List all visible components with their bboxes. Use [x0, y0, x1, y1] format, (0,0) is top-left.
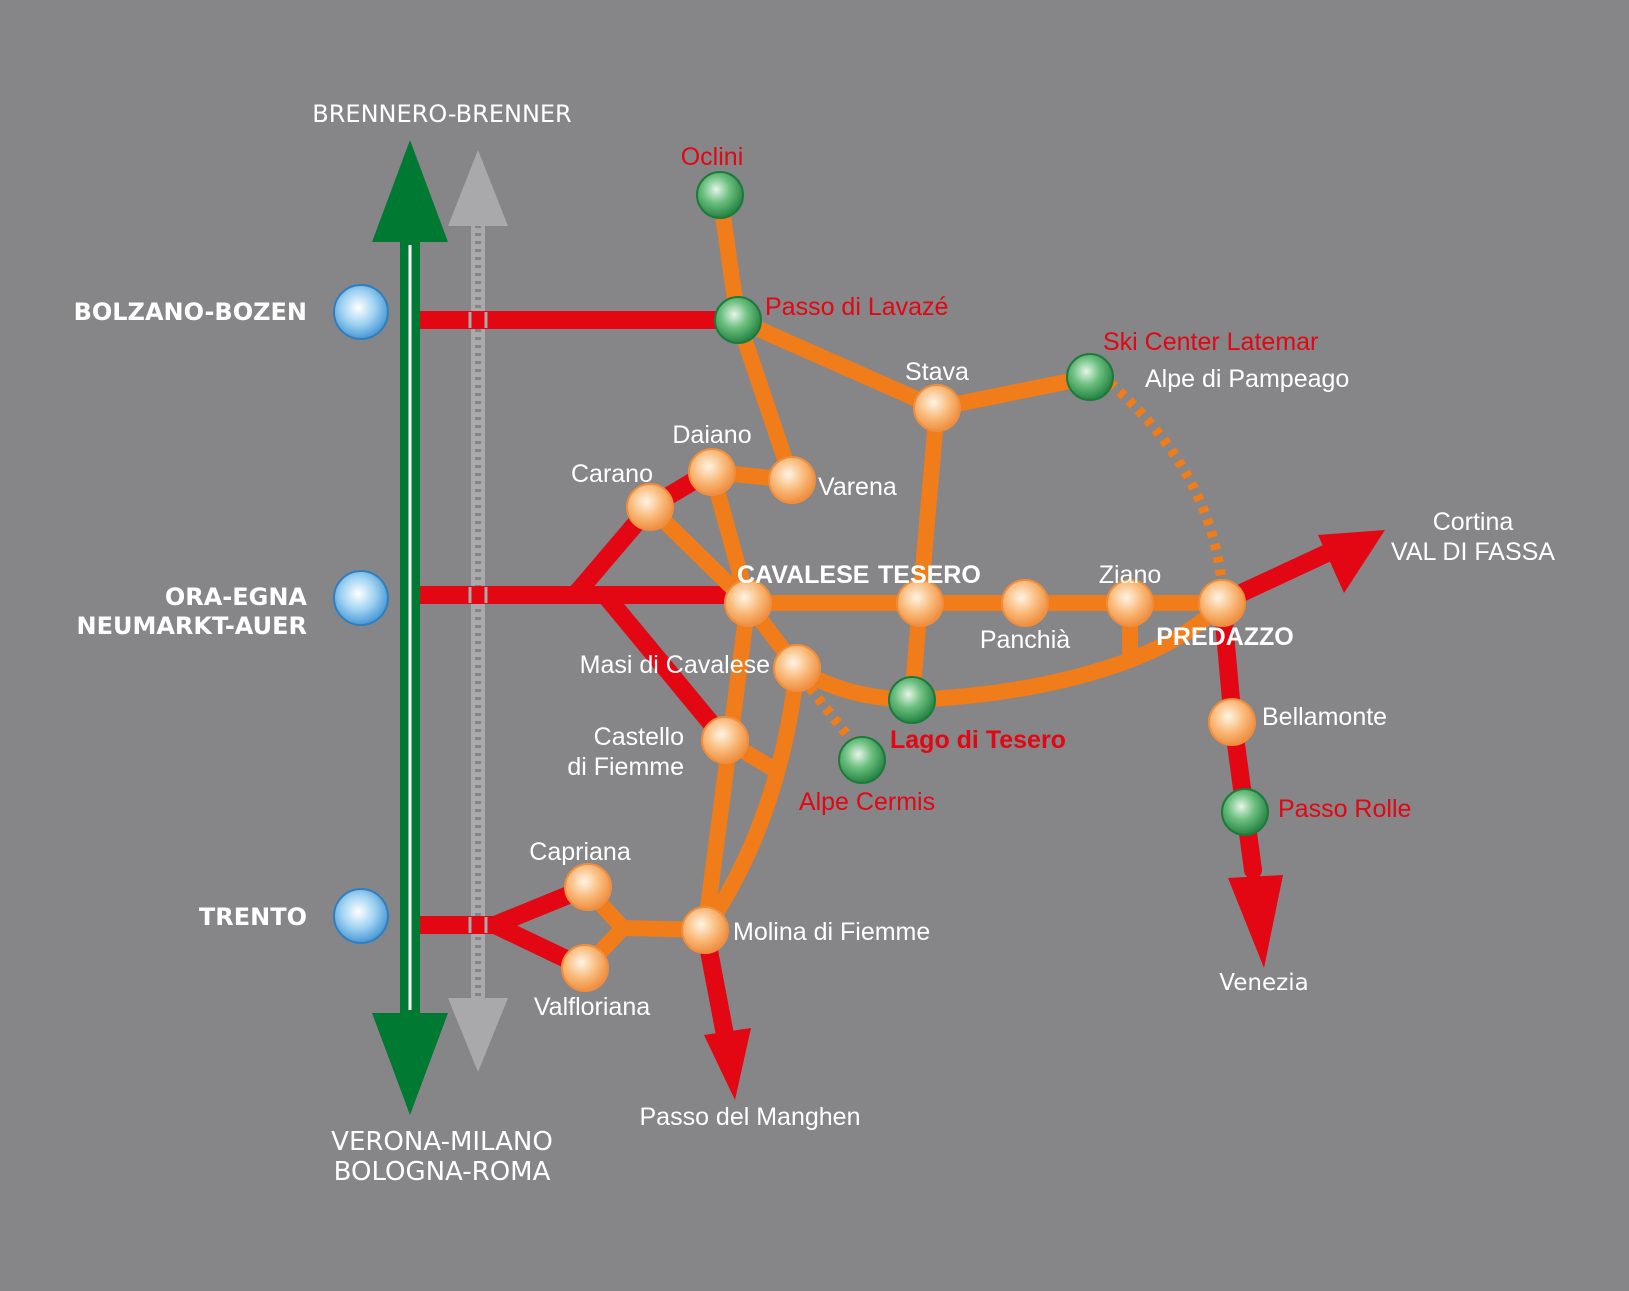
city-nodes: [333, 284, 389, 944]
node-oclini: [696, 171, 744, 219]
label-castello-2: di Fiemme: [567, 753, 684, 781]
highway-line: [372, 140, 448, 1115]
label-verona-milano: VERONA-MILANO: [331, 1127, 553, 1157]
node-carano: [626, 483, 674, 531]
label-varena: Varena: [818, 473, 897, 501]
label-valfloriana: Valfloriana: [534, 993, 650, 1021]
node-valfloriana: [561, 944, 609, 992]
node-castello: [701, 716, 749, 764]
node-passo-rolle: [1221, 788, 1269, 836]
label-passo-lavaze: Passo di Lavazé: [765, 293, 948, 321]
node-daiano: [688, 448, 736, 496]
city-node-trento: [333, 888, 389, 944]
label-bellamonte: Bellamonte: [1262, 703, 1387, 731]
node-alpe-cermis: [838, 736, 886, 784]
node-predazzo: [1198, 579, 1246, 627]
label-capriana: Capriana: [529, 838, 631, 866]
node-lago-tesero: [888, 676, 936, 724]
label-bolzano: BOLZANO-BOZEN: [74, 298, 307, 326]
pass-nodes: [696, 171, 1269, 836]
node-molina: [681, 906, 729, 954]
dashed-links: [806, 379, 1227, 749]
label-tesero: TESERO: [878, 561, 981, 589]
railway-line: [448, 150, 508, 1072]
label-ski-center: Ski Center Latemar: [1103, 328, 1318, 356]
label-predazzo: PREDAZZO: [1156, 623, 1294, 651]
city-node-ora: [333, 570, 389, 626]
node-bellamonte: [1208, 698, 1256, 746]
highway-arrow-south: [372, 1013, 448, 1115]
label-cavalese: CAVALESE: [737, 561, 869, 589]
node-masi: [773, 644, 821, 692]
arrow-cortina: [1318, 530, 1385, 593]
label-passo-manghen: Passo del Manghen: [640, 1103, 861, 1131]
node-passo-lavaze: [714, 296, 762, 344]
town-nodes: [561, 384, 1256, 992]
highway-arrow-north: [372, 140, 448, 242]
label-stava: Stava: [905, 358, 969, 386]
node-panchia: [1001, 579, 1049, 627]
label-castello-1: Castello: [594, 723, 684, 751]
city-node-bolzano: [333, 284, 389, 340]
node-cavalese: [724, 579, 772, 627]
rail-crossings: [468, 312, 488, 933]
node-stava: [913, 384, 961, 432]
label-alpe-cermis: Alpe Cermis: [799, 788, 935, 816]
label-val-di-fassa: VAL DI FASSA: [1391, 538, 1555, 566]
node-ski-center: [1066, 353, 1114, 401]
node-capriana: [564, 863, 612, 911]
arrow-venezia: [1228, 875, 1283, 968]
label-panchia: Panchià: [980, 626, 1070, 654]
label-ziano: Ziano: [1099, 561, 1162, 589]
node-tesero: [896, 579, 944, 627]
node-ziano: [1106, 579, 1154, 627]
arrow-manghen: [704, 1028, 751, 1100]
label-venezia: Venezia: [1219, 970, 1308, 996]
node-varena: [768, 456, 816, 504]
label-cortina: Cortina: [1433, 508, 1514, 536]
label-masi: Masi di Cavalese: [580, 651, 770, 679]
label-carano: Carano: [571, 460, 653, 488]
railway-arrow-north: [448, 150, 508, 226]
label-lago-tesero: Lago di Tesero: [890, 726, 1066, 754]
label-brennero: BRENNERO-BRENNER: [312, 100, 571, 128]
label-bologna-roma: BOLOGNA-ROMA: [334, 1157, 551, 1187]
railway-arrow-south: [448, 998, 508, 1072]
label-daiano: Daiano: [672, 421, 751, 449]
label-passo-rolle: Passo Rolle: [1278, 795, 1411, 823]
label-ora-egna: ORA-EGNA: [165, 583, 308, 611]
label-oclini: Oclini: [681, 143, 744, 171]
label-molina: Molina di Fiemme: [733, 918, 930, 946]
label-neumarkt-auer: NEUMARKT-AUER: [76, 612, 307, 640]
label-trento: TRENTO: [199, 903, 307, 931]
label-alpe-pampeago: Alpe di Pampeago: [1145, 365, 1349, 393]
